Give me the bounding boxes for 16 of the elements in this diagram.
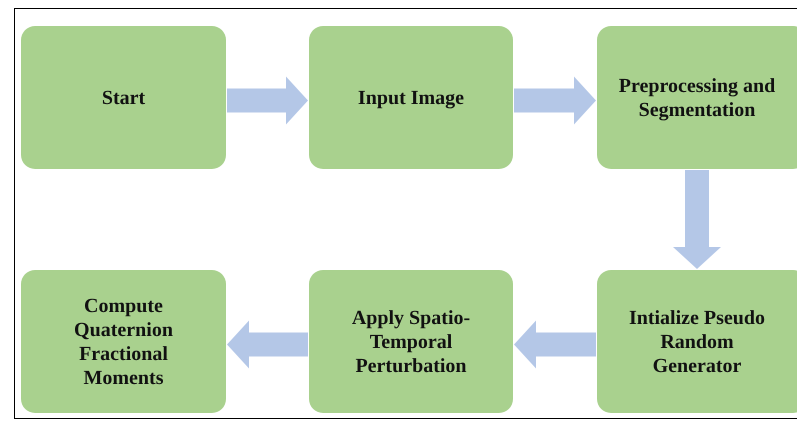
block-arrow [227, 320, 308, 368]
process-box [597, 26, 797, 169]
process-box [597, 270, 797, 413]
box-label: Input Image [358, 86, 464, 110]
box-label: Preprocessing and Segmentation [618, 74, 776, 122]
process-box [21, 26, 226, 169]
process-box [21, 270, 226, 413]
box-label: Apply Spatio-Temporal Perturbation [350, 306, 472, 378]
box-label: Compute Quaternion Fractional Moments [73, 294, 174, 390]
block-arrow [673, 170, 721, 269]
block-arrow [227, 76, 308, 124]
block-arrow [514, 76, 596, 124]
process-box [309, 270, 513, 413]
box-label: Intialize Pseudo Random Generator [628, 306, 766, 378]
process-box [309, 26, 513, 169]
box-label: Start [102, 86, 146, 110]
